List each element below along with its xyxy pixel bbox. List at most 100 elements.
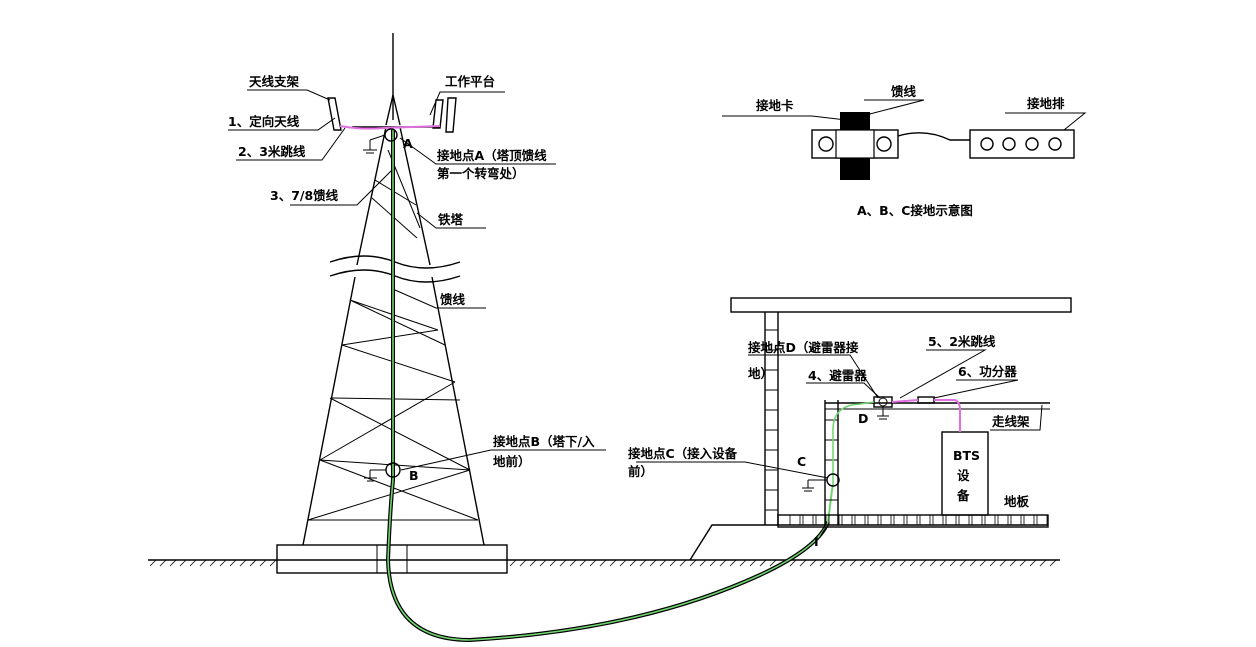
label-point-d-line2: 地） [748,366,773,381]
label-arrester: 4、避雷器 [808,368,867,383]
ground-hatch-mark [519,559,527,567]
ground-hatch-mark [699,559,707,567]
ground-hatch-mark [799,559,807,567]
ground-hatch-mark [889,559,897,567]
ground-hatch-mark [579,559,587,567]
floor-tile [945,514,957,526]
ground-hatch-mark [869,559,877,567]
floor-tile [893,514,905,526]
floor-tile [932,514,944,526]
ground-hatch-mark [919,559,927,567]
label-jumper-3m: 2、3米跳线 [238,144,306,159]
label-wall-entry-mark: I [814,534,819,549]
ground-hatch-mark [529,559,537,567]
floor-tile [880,514,892,526]
ground-hatch-mark [759,559,767,567]
ground-hatch-mark [229,559,237,567]
ground-hatch-mark [909,559,917,567]
ground-hatch-mark [989,559,997,567]
ground-hatch-mark [649,559,657,567]
ground-hatch-mark [789,559,797,567]
floor-tile [1023,514,1035,526]
ground-hatch-mark [1009,559,1017,567]
ground-hatch-mark [599,559,607,567]
label-directional-antenna: 1、定向天线 [228,114,300,129]
label-bts-2: 设 [957,468,970,483]
ground-hatch-mark [259,559,267,567]
ground-hatch-mark [719,559,727,567]
label-feeder-78: 3、7/8馈线 [270,188,339,203]
floor-tile [1010,514,1022,526]
feeder-cable-core [387,130,829,641]
label-power-splitter: 6、功分器 [958,364,1017,379]
ground-hatch-mark [669,559,677,567]
ground-hatch-mark [539,559,547,567]
ground-hatch-mark [269,559,277,567]
ground-hatch-mark [149,559,157,567]
floor-tile [919,514,931,526]
ground-hatch-mark [239,559,247,567]
label-jumper-2m: 5、2米跳线 [928,334,996,349]
ground-hatch-mark [549,559,557,567]
ground-hatch-mark [169,559,177,567]
ground-hatch-mark [969,559,977,567]
ground-hatch-mark [859,559,867,567]
ground-hatch-mark [999,559,1007,567]
grounding-point-b-symbol [364,462,401,482]
label-point-d-letter: D [858,411,868,426]
floor-tile [867,514,879,526]
grounding-point-a-symbol [363,128,398,154]
ground-hatch-mark [729,559,737,567]
ground-surface [148,559,1060,567]
ground-hatch-mark [709,559,717,567]
floor-tile [854,514,866,526]
ground-hatch-mark [189,559,197,567]
floor-tile [958,514,970,526]
ground-hatch-mark [739,559,747,567]
label-point-a-letter: A [403,136,413,151]
label-work-platform: 工作平台 [445,74,495,89]
ground-hatch-mark [979,559,987,567]
ground-hatch-mark [1049,559,1057,567]
ground-hatch-mark [839,559,847,567]
label-bts-1: BTS [953,448,980,463]
ground-hatch-mark [679,559,687,567]
floor-tile [1036,514,1048,526]
ground-hatch-mark [1029,559,1037,567]
ground-hatch-mark [609,559,617,567]
ground-hatch-mark [749,559,757,567]
label-point-b-line2: 地前） [493,454,531,469]
label-point-d-line1: 接地点D（避雷器接 [748,340,859,355]
ground-hatch-mark [829,559,837,567]
label-feeder-mid: 馈线 [440,292,466,307]
floor-tile [789,514,801,526]
floor-tile [971,514,983,526]
label-inset-feeder: 馈线 [891,84,917,99]
ground-hatch-mark [159,559,167,567]
directional-antenna [327,97,457,133]
ground-hatch-mark [769,559,777,567]
ground-hatch-mark [879,559,887,567]
jumper-3m-line [339,125,441,130]
label-point-a-line2: 第一个转弯处） [437,166,525,181]
ground-hatch-mark [929,559,937,567]
label-inset-grounding-clip: 接地卡 [756,98,794,113]
label-point-a-line1: 接地点A（塔顶馈线 [437,148,547,163]
ground-hatch-mark [569,559,577,567]
label-point-c-letter: C [797,454,806,469]
label-inset-grounding-bar: 接地排 [1027,96,1065,111]
floor-tile [802,514,814,526]
ground-hatch-mark [209,559,217,567]
ground-hatch-mark [939,559,947,567]
ground-hatch-mark [179,559,187,567]
floor-tile [841,514,853,526]
ground-hatch-mark [639,559,647,567]
ground-hatch-mark [509,559,517,567]
ground-hatch-mark [1039,559,1047,567]
label-iron-tower: 铁塔 [438,212,464,227]
ground-hatch-mark [249,559,257,567]
label-floor: 地板 [1004,494,1030,509]
floor-tile [997,514,1009,526]
label-point-b-letter: B [409,468,419,483]
